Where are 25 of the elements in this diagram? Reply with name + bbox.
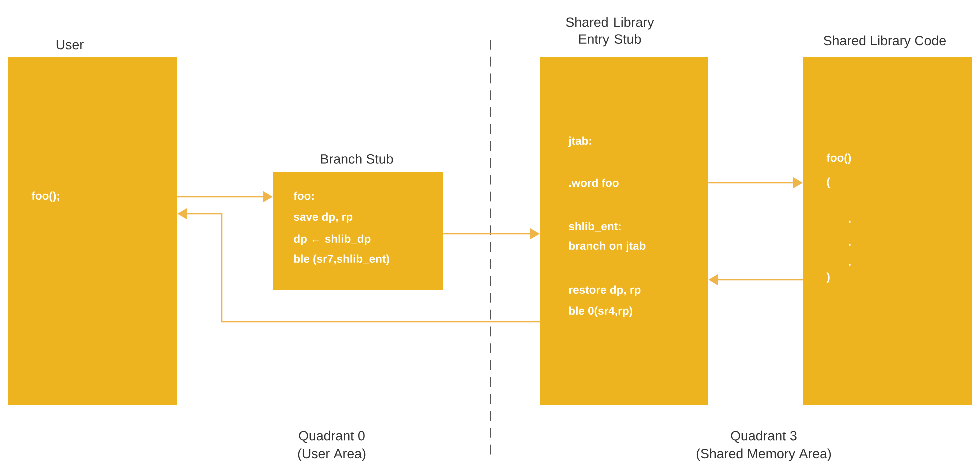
- code-line: .: [849, 221, 851, 223]
- code-line: .: [849, 244, 851, 246]
- area-label: (User Area): [298, 448, 366, 462]
- code-line: ble 0(sr4,rp): [569, 306, 632, 318]
- code-line: (: [827, 178, 830, 188]
- code-line: foo:: [294, 192, 314, 200]
- code-line: ble (sr7,shlib_ent): [294, 254, 390, 266]
- code-line: foo();: [32, 192, 60, 202]
- code-line: branch on jtab: [569, 242, 646, 252]
- code-line: shlib_ent:: [569, 222, 621, 232]
- box-heading: User: [56, 40, 84, 50]
- box-heading: Shared Library Code: [824, 36, 946, 48]
- box-heading: Shared Library Entry Stub: [566, 17, 654, 47]
- code-line: save dp, rp: [294, 212, 353, 224]
- code-line: ): [826, 272, 830, 284]
- code-line: jtab:: [568, 136, 592, 148]
- code-line: .word foo: [569, 178, 619, 188]
- area-label: Quadrant 3: [731, 430, 797, 444]
- code-line: foo(): [826, 154, 852, 164]
- code-line: .: [849, 264, 851, 266]
- code-line: restore dp, rp: [569, 286, 641, 296]
- area-label: Quadrant 0: [299, 430, 365, 444]
- code-line: dp ← shlib_dp: [294, 234, 371, 246]
- box-heading: Branch Stub: [321, 154, 394, 164]
- area-label: (Shared Memory Area): [696, 448, 832, 462]
